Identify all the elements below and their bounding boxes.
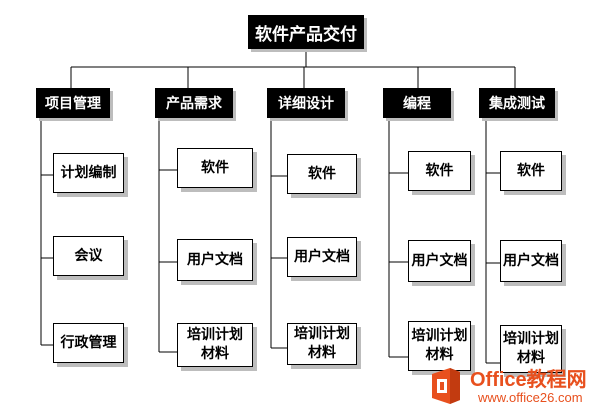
- leaf-label: 行政管理: [60, 334, 117, 351]
- category-programming: 编程: [383, 88, 451, 118]
- leaf-node: 培训计划 材料: [177, 323, 253, 367]
- leaf-label: 会议: [74, 247, 103, 264]
- leaf-node: 培训计划 材料: [408, 321, 471, 371]
- leaf-node: 用户文档: [177, 239, 253, 281]
- leaf-label-line2: 材料: [517, 350, 545, 366]
- leaf-node: 会议: [53, 236, 124, 276]
- leaf-label-line1: 培训计划: [187, 327, 243, 343]
- category-detailed-design: 详细设计: [267, 88, 345, 118]
- leaf-node: 软件: [287, 154, 357, 194]
- leaf-label-line1: 培训计划: [294, 326, 350, 342]
- leaf-label: 计划编制: [60, 164, 117, 181]
- leaf-label-line1: 培训计划: [503, 331, 559, 347]
- leaf-label: 用户文档: [294, 248, 350, 265]
- leaf-node: 计划编制: [53, 153, 124, 193]
- leaf-node: 用户文档: [287, 237, 357, 277]
- leaf-label: 软件: [425, 162, 454, 179]
- leaf-node: 软件: [408, 151, 471, 191]
- leaf-node: 行政管理: [53, 323, 124, 363]
- leaf-node: 软件: [177, 148, 253, 188]
- leaf-label-line2: 材料: [308, 345, 336, 361]
- leaf-label: 用户文档: [503, 252, 559, 269]
- leaf-node: 用户文档: [408, 240, 471, 282]
- leaf-label-line1: 培训计划: [411, 328, 468, 344]
- category-integration-testing: 集成测试: [479, 88, 555, 118]
- leaf-node: 软件: [500, 151, 562, 191]
- watermark-url: www.office26.com: [478, 390, 583, 405]
- office-logo-icon: [432, 368, 460, 404]
- root-node: 软件产品交付: [248, 15, 364, 49]
- leaf-label-line2: 材料: [425, 347, 454, 363]
- leaf-label: 软件: [201, 159, 229, 176]
- leaf-node: 培训计划 材料: [500, 325, 562, 373]
- leaf-label: 软件: [517, 162, 545, 179]
- watermark-brand: Office教程网: [470, 369, 587, 391]
- leaf-label: 用户文档: [411, 252, 468, 269]
- leaf-node: 培训计划 材料: [287, 323, 357, 365]
- category-product-requirements: 产品需求: [155, 88, 233, 118]
- leaf-node: 用户文档: [500, 240, 562, 282]
- leaf-label: 用户文档: [187, 251, 243, 268]
- leaf-label-line2: 材料: [201, 346, 229, 362]
- category-project-management: 项目管理: [36, 88, 110, 118]
- leaf-label: 软件: [308, 165, 336, 182]
